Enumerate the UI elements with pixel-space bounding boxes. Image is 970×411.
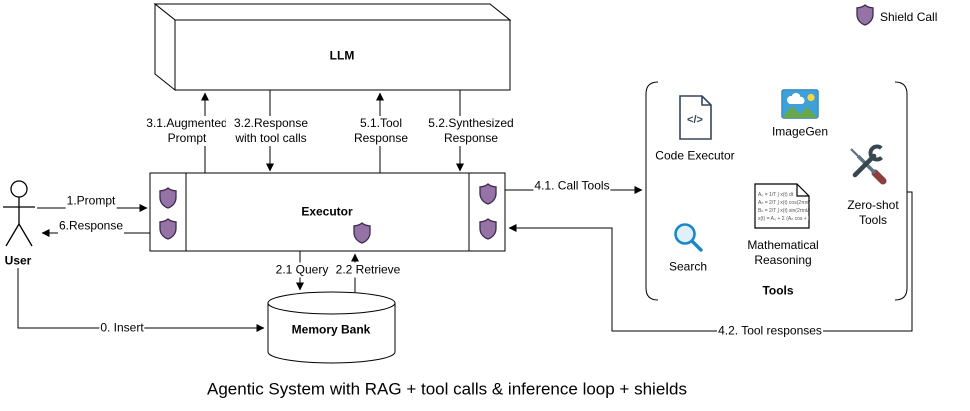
edge-label-query: 2.1 Query xyxy=(274,262,330,278)
screwdriver-handle xyxy=(871,169,887,185)
wrench-head xyxy=(868,144,886,162)
imagegen-label: ImageGen xyxy=(771,124,829,139)
formula-line: Bₙ = 2/T ∫ x(t) sin(2πnt/T) dt, n ≥ 1 xyxy=(758,208,810,214)
shield-shape xyxy=(353,222,371,244)
executor-box xyxy=(149,172,506,252)
user-figure xyxy=(3,180,35,247)
edge-label-prompt: 1.Prompt xyxy=(65,193,117,209)
code-executor-icon: </> xyxy=(677,95,713,146)
shield-icon xyxy=(159,218,177,240)
hill-shape xyxy=(782,106,818,118)
mathematical-reasoning-label: Mathematical Reasoning xyxy=(747,238,819,267)
memory-bank-body xyxy=(267,303,396,364)
shield-icon xyxy=(159,187,177,209)
edge-label-response: 6.Response xyxy=(57,218,125,234)
shield-shape xyxy=(856,4,874,26)
edge-label-insert: 0. Insert xyxy=(99,320,145,336)
formula-line: Aₙ = 2/T ∫ x(t) cos(2πnt/T) dt, n ≥ 1 xyxy=(758,200,810,206)
shield-shape xyxy=(159,218,177,240)
formula-line: x(t) = A₀ + Σ (Aₙ cos + Bₙ sin) xyxy=(758,216,810,222)
zero-shot-tools-icon xyxy=(844,142,888,191)
user-label: User xyxy=(4,253,32,268)
cloud-shape xyxy=(787,92,805,105)
shield-shape xyxy=(159,187,177,209)
edge-label-augmented-prompt: 3.1.Augmented Prompt xyxy=(140,116,234,146)
wrench-shaft xyxy=(852,153,877,178)
shield-icon xyxy=(479,218,497,240)
llm-label: LLM xyxy=(329,48,355,63)
tools-right-bracket xyxy=(894,81,908,301)
search-label: Search xyxy=(668,259,708,274)
edge-insert xyxy=(17,268,265,332)
shield-icon xyxy=(479,183,497,205)
shield-icon xyxy=(856,4,874,26)
shield-shape xyxy=(479,183,497,205)
memory-bank-top xyxy=(267,291,396,315)
executor-label: Executor xyxy=(301,204,353,219)
tools-left-bracket xyxy=(645,81,659,301)
llm-box-top xyxy=(153,3,512,21)
edge-label-tool-responses: 4.2. Tool responses xyxy=(717,323,823,339)
math-reasoning-icon: A₀ = 1/T ∫ x(t) dt Aₙ = 2/T ∫ x(t) cos(2… xyxy=(754,183,835,234)
edge-label-synthesized-response: 5.2.Synthesized Response xyxy=(419,116,523,146)
edge-label-retrieve: 2.2 Retrieve xyxy=(334,262,402,278)
user-head xyxy=(10,180,28,198)
imagegen-icon xyxy=(781,89,819,124)
memory-bank-label: Memory Bank xyxy=(291,322,371,337)
legend-shield-call-label: Shield Call xyxy=(880,10,938,24)
sun-shape xyxy=(807,93,815,102)
edge-label-response-with-tool-calls: 3.2.Response with tool calls xyxy=(226,116,316,146)
zero-shot-tools-label: Zero-shot Tools xyxy=(847,198,899,227)
search-icon xyxy=(672,221,704,258)
edge-label-call-tools: 4.1. Call Tools xyxy=(533,178,611,194)
tools-group-label: Tools xyxy=(762,283,794,298)
llm-box-front xyxy=(174,19,511,91)
shield-shape xyxy=(479,218,497,240)
shield-icon xyxy=(353,222,371,244)
screwdriver-tip xyxy=(850,148,859,157)
code-executor-label: Code Executor xyxy=(655,148,735,163)
diagram-caption: Agentic System with RAG + tool calls & i… xyxy=(206,379,688,399)
code-glyph: </> xyxy=(687,114,703,126)
edge-label-tool-response: 5.1.Tool Response xyxy=(349,116,413,146)
formula-line: A₀ = 1/T ∫ x(t) dt xyxy=(758,192,794,198)
